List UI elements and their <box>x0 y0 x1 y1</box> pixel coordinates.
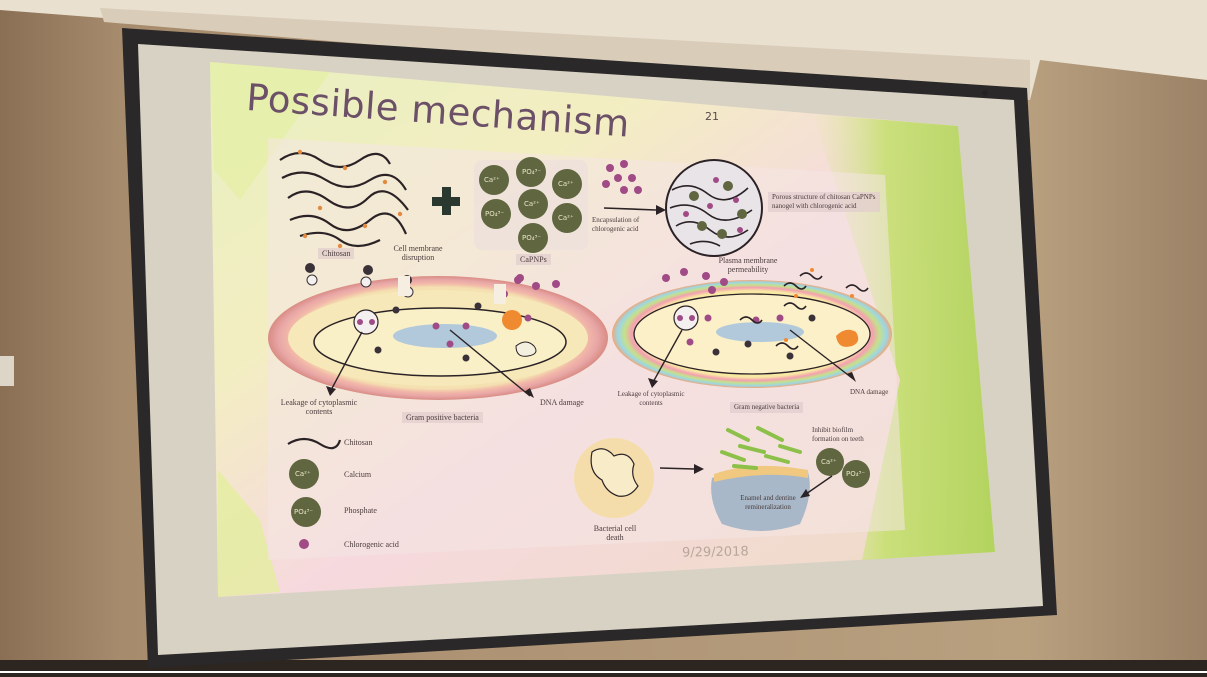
tooth-graphic <box>711 426 870 531</box>
ion-po-2: PO₄³⁻ <box>485 210 505 218</box>
gram-positive-cell <box>268 263 608 400</box>
ion-ca-3: Ca²⁺ <box>524 200 540 208</box>
legend-graphics <box>287 437 342 549</box>
label-enamel-remineralization: Enamel and dentine remineralization <box>740 494 796 511</box>
label-encapsulation: Encapsulation of chlorogenic acid <box>592 216 640 233</box>
legend-chlorogenic-acid: Chlorogenic acid <box>344 540 399 549</box>
capnp-cluster <box>474 157 588 253</box>
label-bacterial-cell-death: Bacterial cell death <box>593 524 637 542</box>
nanogel-sphere <box>665 159 763 257</box>
label-dna-damage-positive: DNA damage <box>540 398 584 407</box>
ion-ca-4: Ca²⁺ <box>558 214 574 222</box>
arrow-encapsulation <box>603 205 666 215</box>
slide-number: 21 <box>705 110 719 123</box>
wall-outlet <box>0 356 14 386</box>
tooth-ion-po: PO₄³⁻ <box>846 470 866 478</box>
bacterial-cell-death <box>574 438 654 518</box>
label-membrane-disruption: Cell membrane disruption <box>393 244 443 262</box>
gram-negative-cell <box>612 268 892 388</box>
legend-phosphate: Phosphate <box>344 506 377 515</box>
gram-negative-arrows <box>651 329 853 385</box>
legend-ion-ca: Ca²⁺ <box>295 470 311 478</box>
label-membrane-permeability: Plasma membrane permeability <box>718 256 778 274</box>
chlorogenic-beads <box>602 160 642 194</box>
ion-po-3: PO₄³⁻ <box>522 234 542 242</box>
ion-po-1: PO₄³⁻ <box>522 168 542 176</box>
ion-ca-2: Ca²⁺ <box>558 180 574 188</box>
gram-positive-arrows <box>329 329 531 397</box>
label-porous-structure: Porous structure of chitosan CaPNPs nano… <box>768 192 880 212</box>
legend-chitosan: Chitosan <box>344 438 373 447</box>
chitosan-side-groups <box>297 149 403 249</box>
label-leakage-negative: Leakage of cytoplasmic contents <box>617 390 685 407</box>
legend-ion-po: PO₄³⁻ <box>294 508 314 516</box>
ion-ca-1: Ca²⁺ <box>484 176 500 184</box>
label-inhibit-biofilm: Inhibit biofilm formation on teeth <box>812 426 864 443</box>
arrow-to-tooth <box>659 464 704 474</box>
label-gram-negative: Gram negative bacteria <box>730 402 804 413</box>
plus-icon <box>432 187 460 215</box>
label-leakage-positive: Leakage of cytoplasmic contents <box>280 398 358 416</box>
label-dna-damage-negative: DNA damage <box>850 388 889 396</box>
label-chitosan: Chitosan <box>318 248 355 259</box>
label-gram-positive: Gram positive bacteria <box>402 412 483 423</box>
legend-calcium: Calcium <box>344 470 372 479</box>
label-capnps: CaPNPs <box>516 254 551 265</box>
tooth-ion-ca: Ca²⁺ <box>821 458 837 466</box>
slide-date: 9/29/2018 <box>681 544 749 561</box>
